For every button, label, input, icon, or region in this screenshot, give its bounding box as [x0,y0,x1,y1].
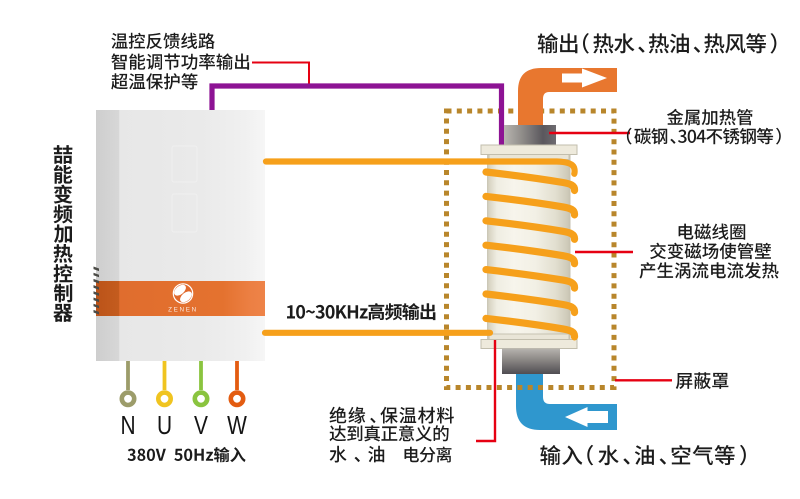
svg-text:ZENEN: ZENEN [168,307,198,314]
svg-text:V: V [194,411,208,439]
svg-text:W: W [227,411,247,439]
svg-text:U: U [157,411,172,439]
svg-text:N: N [120,411,135,439]
